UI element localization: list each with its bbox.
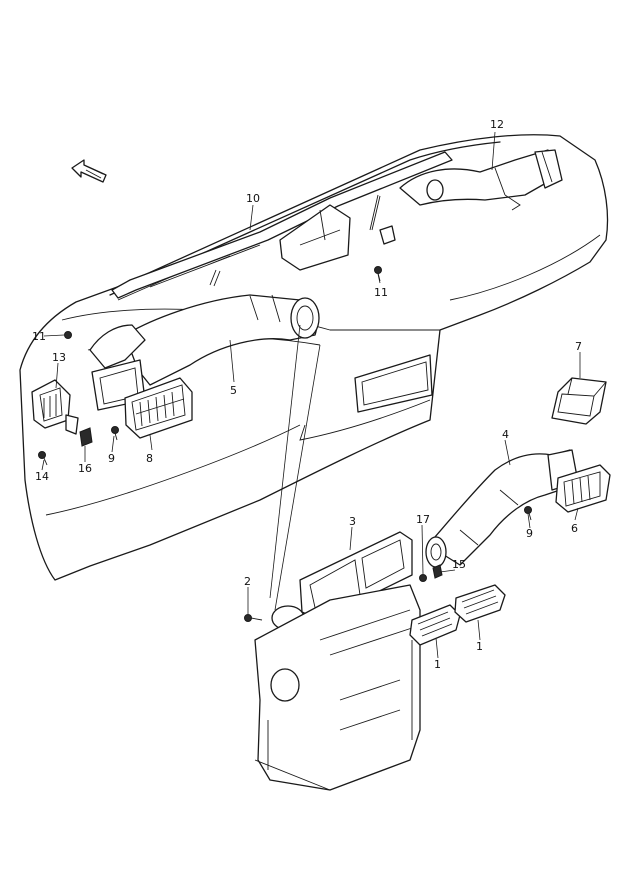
callout-13: 13 xyxy=(52,351,66,364)
side-outlet-left xyxy=(31,379,79,435)
callout-2: 2 xyxy=(244,575,251,588)
heater-unit xyxy=(254,584,421,791)
callout-1-b: 1 xyxy=(476,640,483,653)
front-direction-arrow-icon xyxy=(71,159,107,183)
callout-11-right: 11 xyxy=(374,286,388,299)
callout-9-left: 9 xyxy=(108,452,115,465)
callout-15: 15 xyxy=(452,558,466,571)
callout-7: 7 xyxy=(575,340,582,353)
callout-9-right: 9 xyxy=(526,527,533,540)
defroster-nozzle xyxy=(111,151,453,299)
screw-2 xyxy=(244,614,263,622)
duct-4 xyxy=(425,449,579,568)
screw-17 xyxy=(419,574,427,582)
callout-6: 6 xyxy=(571,522,578,535)
side-duct-right xyxy=(379,149,563,245)
callout-10: 10 xyxy=(246,192,260,205)
side-outlet-6 xyxy=(555,464,611,513)
callout-11-left: 11 xyxy=(32,330,46,343)
screw-11-right xyxy=(374,266,382,282)
screw-14 xyxy=(38,451,48,466)
callout-14: 14 xyxy=(35,470,49,483)
center-duct xyxy=(89,294,320,411)
vent-grille-1b xyxy=(454,584,506,623)
callout-1-a: 1 xyxy=(434,658,441,671)
clip-16 xyxy=(79,427,93,447)
center-air-outlet xyxy=(124,377,193,439)
leader-lines xyxy=(41,131,581,659)
vent-grille-1a xyxy=(409,604,461,646)
callout-16: 16 xyxy=(78,462,92,475)
callout-3: 3 xyxy=(349,515,356,528)
screw-11-left xyxy=(64,331,72,339)
side-outlet-7 xyxy=(551,377,607,425)
callout-17: 17 xyxy=(416,513,430,526)
screw-9-left xyxy=(111,426,119,441)
clip-15 xyxy=(432,564,443,579)
screw-9-right xyxy=(524,506,532,521)
callout-5: 5 xyxy=(230,384,237,397)
callout-4: 4 xyxy=(502,428,509,441)
callout-8: 8 xyxy=(146,452,153,465)
callout-12: 12 xyxy=(490,118,504,131)
